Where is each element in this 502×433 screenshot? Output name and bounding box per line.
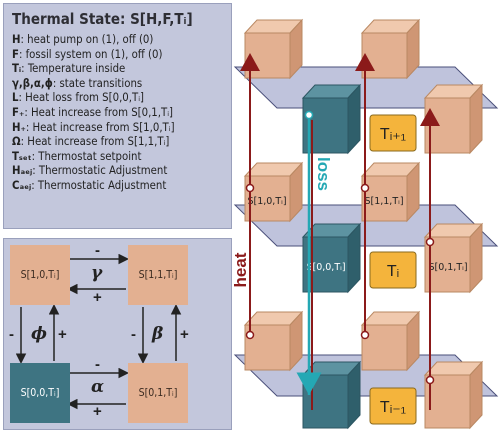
plane-top — [233, 66, 499, 109]
legend-row-tset: Tₛₑₜ: Thermostat setpoint — [12, 149, 142, 163]
legend-row-l: L: Heat loss from S[0,0,Tᵢ] — [12, 91, 144, 105]
cube-top-front-right — [423, 83, 484, 155]
phi-label: ϕ — [31, 324, 48, 344]
heat-arrows — [240, 53, 440, 410]
temp-label-top: Tᵢ₊₁ — [380, 126, 406, 143]
legend-row-cadj: Cₐₑⱼ: Thermostatic Adjustment — [12, 178, 167, 192]
cube-bot-back-left — [243, 310, 304, 372]
legend-row-hadj: Hₐₑⱼ: Thermostatic Adjustment — [12, 164, 168, 178]
gamma-label: γ — [91, 263, 103, 283]
mid-state-s00: S[0,0,Tᵢ] — [306, 262, 345, 273]
plane-bot — [233, 354, 499, 397]
temp-box-top — [369, 114, 417, 152]
heat-label: heat — [231, 252, 250, 287]
cube-mid-front-right — [423, 222, 484, 294]
cube-mid-front-left — [301, 222, 362, 294]
cube-mid-back-right — [360, 161, 421, 223]
alpha-plus-sign: + — [93, 403, 102, 420]
state-machine-arrows — [15, 253, 182, 410]
state-s10: S[1,0,Tᵢ] — [10, 245, 70, 305]
legend-title: Thermal State: S[H,F,Tᵢ] — [12, 10, 193, 28]
state-machine-panel: S[1,0,Tᵢ] S[1,1,Tᵢ] S[0,0,Tᵢ] S[0,1,Tᵢ] … — [3, 238, 232, 430]
gamma-minus-sign: - — [95, 242, 100, 259]
state-s00: S[0,0,Tᵢ] — [10, 363, 70, 423]
cube-bot-front-right — [423, 360, 484, 430]
state-s01: S[0,1,Tᵢ] — [128, 363, 188, 423]
cube-top-back-left — [243, 18, 304, 80]
legend-row-fplus: F₊: Heat increase from S[0,1,Tᵢ] — [12, 105, 173, 119]
cube-bot-back-right — [360, 310, 421, 372]
legend-panel: Thermal State: S[H,F,Tᵢ] H: heat pump on… — [3, 3, 232, 229]
legend-row-h: H: heat pump on (1), off (0) — [12, 33, 154, 46]
phi-plus-sign: + — [58, 326, 67, 343]
gamma-plus-sign: + — [93, 289, 102, 306]
cube-mid-back-left — [243, 161, 304, 223]
beta-minus-sign: - — [131, 326, 136, 343]
heat-dots — [245, 183, 435, 385]
state-s11: S[1,1,Tᵢ] — [128, 245, 188, 305]
mid-state-s01: S[0,1,Tᵢ] — [428, 262, 467, 273]
loss-label: loss — [314, 157, 333, 191]
mid-state-s11: S[1,1,Tᵢ] — [364, 196, 403, 207]
beta-label: β — [152, 324, 164, 344]
legend-row-omega: Ω: Heat increase from S[1,1,Tᵢ] — [12, 135, 170, 149]
legend-row-transitions: γ,β,α,ϕ: state transitions — [12, 76, 143, 90]
legend-row-hplus: H₊: Heat increase from S[1,0,Tᵢ] — [12, 120, 175, 134]
legend-row-f: F: fossil system on (1), off (0) — [12, 47, 163, 61]
mid-state-s10: S[1,0,Tᵢ] — [247, 196, 286, 207]
phi-minus-sign: - — [9, 326, 14, 343]
cube-top-back-right — [360, 18, 421, 80]
beta-plus-sign: + — [180, 326, 189, 343]
temp-box-bot — [369, 387, 417, 425]
cube-bot-front-left — [301, 360, 362, 430]
alpha-minus-sign: - — [95, 356, 100, 373]
cube-top-front-left — [301, 83, 362, 155]
temp-label-bot: Tᵢ₋₁ — [380, 399, 406, 416]
temp-box-mid — [369, 251, 417, 289]
loss-arrow — [296, 110, 322, 395]
legend-row-ti: Tᵢ: Temperature inside — [12, 62, 126, 76]
temp-label-mid: Tᵢ — [387, 263, 399, 280]
plane-mid — [233, 204, 499, 247]
alpha-label: α — [91, 377, 105, 397]
